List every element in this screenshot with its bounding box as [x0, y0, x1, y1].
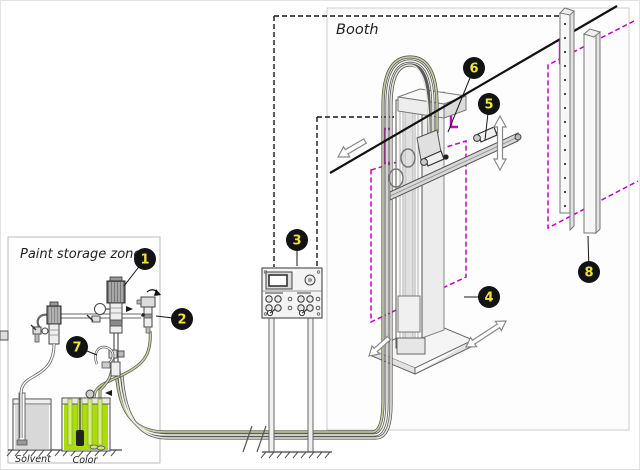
panel-indicators [287, 296, 321, 311]
hose-break-marks [242, 425, 267, 453]
booth-box [326, 7, 630, 431]
workpiece-posts [558, 7, 602, 235]
mast-foot [396, 337, 426, 355]
suction-filter [76, 430, 84, 446]
callout-number: 7 [72, 341, 81, 356]
panel-main-switch-dot [308, 278, 312, 282]
ground-hatch [6, 449, 117, 457]
regulator-valve [136, 289, 161, 334]
callout-5: 5 [478, 93, 500, 141]
callout-number: 2 [177, 313, 186, 328]
callout-1: 1 [123, 248, 156, 287]
post-holes [563, 22, 567, 208]
hose-guide-ring-lower [388, 168, 404, 188]
callout-number: 6 [469, 62, 478, 77]
movement-arrows [336, 114, 508, 357]
callout-circle [66, 336, 88, 358]
callout-number: 5 [484, 98, 493, 113]
callout-number: 4 [484, 291, 493, 306]
color-pump [86, 276, 133, 377]
callout-circle [478, 286, 500, 308]
agitator-icon [85, 389, 95, 399]
conveyor-direction-arrow-icon [336, 138, 368, 158]
base-left-arrow-icon [368, 335, 392, 357]
solvent-label: Solvent [15, 454, 52, 465]
callout-number: 1 [140, 253, 149, 268]
color-tank [61, 389, 111, 452]
panel-leg-right [307, 317, 314, 453]
color-label: Color [73, 455, 99, 466]
panel-display-screen[interactable] [268, 274, 288, 287]
paint-zone-label: Paint storage zone [20, 247, 141, 262]
base-right-double-arrow-icon [465, 320, 507, 348]
flow-arrow-icon [105, 390, 112, 396]
post-with-holes [558, 7, 575, 232]
callout-6: 6 [447, 57, 485, 133]
callout-circle [478, 93, 500, 115]
rotation-arrow-icon [154, 289, 161, 296]
control-panel [260, 267, 332, 459]
hose-bundle [114, 55, 439, 440]
panel-label-left [265, 292, 283, 294]
solvent-pump [19, 301, 62, 438]
gauge-icon [41, 327, 49, 335]
spray-gun-lower [420, 150, 449, 167]
callout-circle [463, 57, 485, 79]
panel-leg-left [268, 317, 275, 453]
callout-number: 3 [292, 234, 301, 249]
callout-number: 8 [584, 266, 593, 281]
vertical-stroke-arrow-icon [492, 114, 508, 172]
callout-7: 7 [66, 336, 98, 358]
callout-2: 2 [155, 308, 193, 330]
callout-4: 4 [464, 286, 500, 308]
callout-circle [171, 308, 193, 330]
gun-bar-end [514, 133, 522, 141]
gun-nozzle-icon [443, 154, 449, 160]
mast-rails [399, 103, 419, 345]
panel-toggles[interactable] [266, 309, 308, 317]
panel-knobs[interactable] [265, 295, 314, 312]
mast-lower-panel [397, 295, 421, 333]
post-plain [582, 28, 602, 235]
pressure-gauge-icon [94, 303, 106, 315]
callout-circle [286, 229, 308, 251]
booth-label: Booth [336, 22, 379, 38]
hose-guide-ring-upper [400, 148, 416, 168]
flow-arrow-icon [126, 306, 133, 312]
gun-bar-groove [389, 136, 519, 197]
callout-3: 3 [286, 229, 308, 266]
callouts-layer: 1 2 3 4 5 6 7 8 [66, 57, 600, 358]
callout-8: 8 [578, 235, 600, 283]
edge-fitting [0, 330, 9, 341]
callout-circle [578, 261, 600, 283]
panel-label-right [297, 292, 311, 294]
reciprocator [370, 88, 475, 375]
callout-leader [447, 67, 475, 133]
solvent-tank [12, 392, 52, 451]
panel-ground-hatch [260, 451, 331, 459]
callout-circle [134, 248, 156, 270]
